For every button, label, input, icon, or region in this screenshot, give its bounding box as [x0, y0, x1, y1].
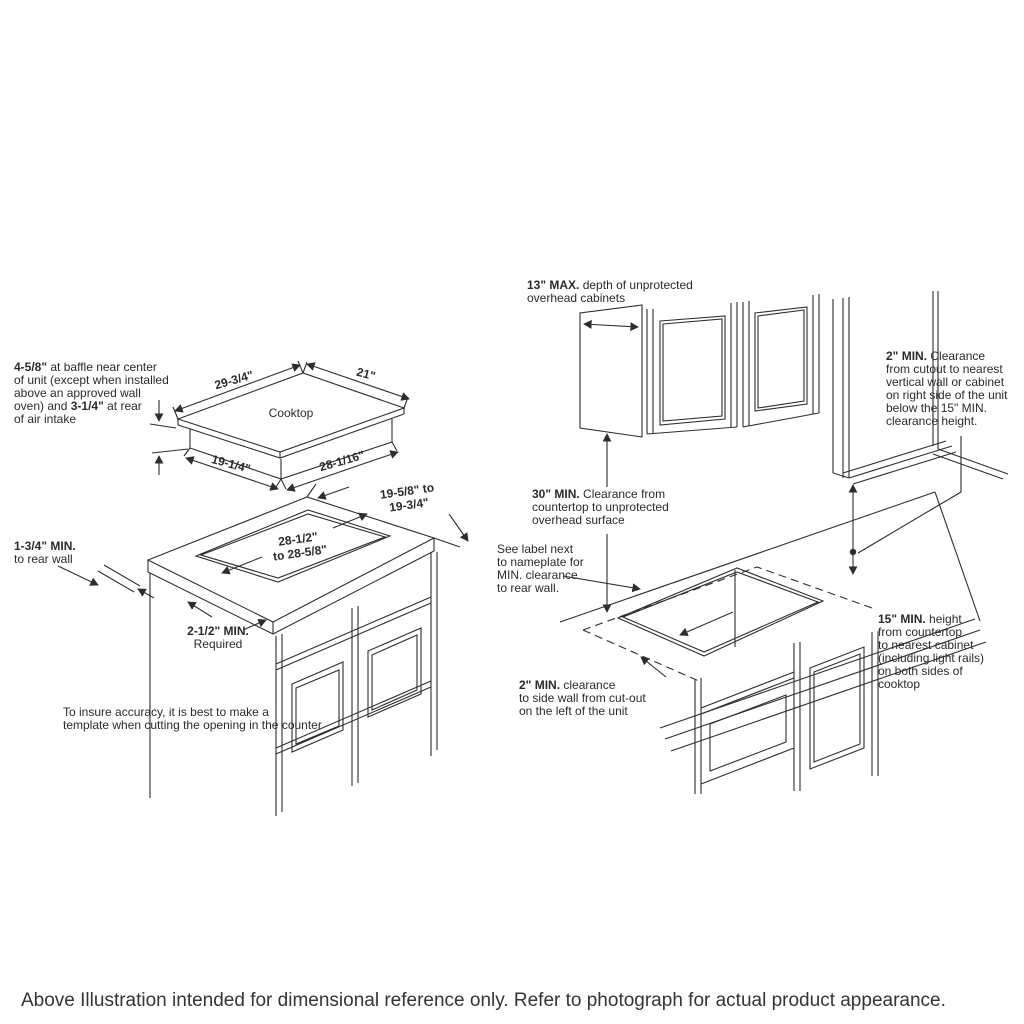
rear-wall-text: to rear wall	[14, 552, 73, 566]
baffle-text-2: at rear of air intake	[14, 399, 142, 426]
cooktop-drawing	[149, 360, 410, 492]
countertop-clearance-note: 30" MIN. Clearance from countertop to un…	[532, 488, 669, 527]
side-clearance-dim: 2" MIN.	[519, 678, 561, 692]
overhead-cabinet-depth-note: 13" MAX. depth of unprotected overhead c…	[527, 279, 693, 305]
right-clearance-text: Clearance from cutout to nearest vertica…	[886, 349, 1008, 428]
cooktop-label: Cooktop	[268, 406, 314, 420]
left-side-clearance-note: 2" MIN. clearance to side wall from cut-…	[519, 679, 646, 718]
required-dim: 2-1/2" MIN.	[187, 624, 249, 638]
countertop-cutout-drawing	[559, 433, 987, 794]
overhead-dim: 13" MAX.	[527, 278, 580, 292]
height-clearance-text: height from countertop to nearest cabine…	[878, 612, 985, 691]
overhead-cabinets-drawing	[579, 291, 1009, 485]
nameplate-label-note: See label next to nameplate for MIN. cle…	[497, 542, 584, 595]
baffle-height-note: 4-5/8" at baffle near center of unit (ex…	[14, 361, 169, 426]
rear-wall-dim: 1-3/4" MIN.	[14, 539, 76, 553]
dimensional-reference-caption: Above Illustration intended for dimensio…	[21, 990, 946, 1011]
cabinet-height-clearance-note: 15" MIN. height from countertop to neare…	[878, 613, 984, 691]
baffle-dim-1: 4-5/8"	[14, 360, 48, 374]
right-clearance-dim: 2" MIN.	[886, 349, 928, 363]
countertop-clearance-dim: 30" MIN.	[532, 487, 580, 501]
overhead-text: depth of unprotected overhead cabinets	[527, 278, 693, 305]
height-clearance-dim: 15" MIN.	[878, 612, 926, 626]
countertop-clearance-text: Clearance from countertop to unprotected…	[532, 487, 669, 527]
baffle-text-1: at baffle near center of unit (except wh…	[14, 360, 169, 413]
counter-cutout-drawing	[57, 483, 469, 816]
rear-wall-clearance-note: 1-3/4" MIN. to rear wall	[14, 539, 76, 567]
template-accuracy-note: To insure accuracy, it is best to make a…	[63, 705, 322, 732]
right-side-clearance-note: 2" MIN. Clearance from cutout to nearest…	[886, 350, 1007, 428]
required-clearance-note: 2-1/2" MIN. Required	[175, 624, 261, 652]
required-text: Required	[193, 637, 243, 651]
side-clearance-text: clearance to side wall from cut-out on t…	[519, 678, 646, 718]
baffle-dim-2: 3-1/4"	[70, 399, 104, 413]
